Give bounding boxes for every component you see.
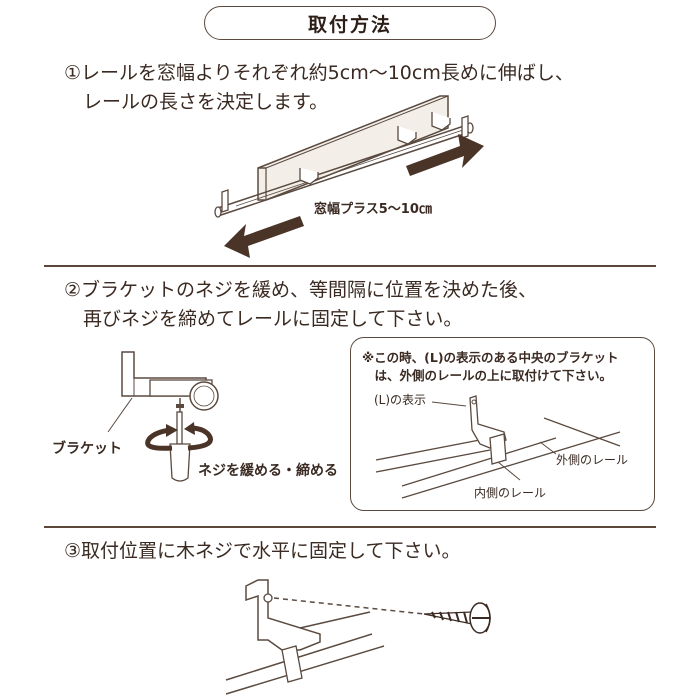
step-2-bracket-illustration [107, 351, 219, 482]
note-line-1: ※この時、(L)の表示のある中央のブラケット [362, 350, 619, 365]
screw-guide-line [273, 597, 425, 615]
note-rail-illustration [375, 395, 621, 499]
arrow-right [406, 134, 484, 176]
step-1-line-2: レールの長さを決定します。 [64, 91, 329, 113]
rotation-arrow-left [145, 427, 173, 451]
step-1-rail-illustration [214, 95, 484, 258]
arrow-label: 窓幅プラス5〜10㎝ [314, 202, 432, 217]
step-2-instruction: ②ブラケットのネジを緩め、等間隔に位置を決めた後、 再びネジを締めてレールに固定… [64, 276, 537, 334]
note-line-2: は、外側のレールの上に取付けて下さい。 [362, 368, 613, 383]
divider-1 [44, 265, 656, 267]
screw-label: ネジを緩める・締める [198, 463, 338, 479]
bracket-2 [397, 126, 417, 145]
wall-bracket [245, 579, 321, 651]
divider-2 [44, 526, 656, 528]
note-box [350, 337, 655, 511]
bracket-3 [431, 112, 451, 131]
step-3-line-1: ③取付位置に木ネジで水平に固定して下さい。 [64, 540, 461, 562]
rotation-arrow-right [187, 425, 213, 451]
outer-rail-label: 外側のレール [556, 453, 629, 467]
step-2-line-2: 再びネジを締めてレールに固定して下さい。 [64, 308, 463, 330]
rail-top [217, 123, 471, 209]
step-3-instruction: ③取付位置に木ネジで水平に固定して下さい。 [64, 537, 460, 566]
screw-hole [263, 593, 273, 603]
screwdriver-shaft [176, 411, 183, 445]
step-3-wood-screw-illustration [225, 579, 491, 695]
screwdriver-handle [169, 443, 191, 482]
l-mark-label: (L)の表示 [374, 393, 427, 407]
inner-rail-label: 内側のレール [474, 486, 547, 500]
step-1-line-1: ①レールを窓幅よりそれぞれ約5cm〜10cm長めに伸ばし、 [64, 62, 574, 84]
page-title: 取付方法 [204, 6, 496, 40]
arrow-left [224, 216, 304, 258]
note-text: ※この時、(L)の表示のある中央のブラケット は、外側のレールの上に取付けて下さ… [362, 349, 619, 385]
rail-bottom [217, 131, 471, 217]
step-1-instruction: ①レールを窓幅よりそれぞれ約5cm〜10cm長めに伸ばし、 レールの長さを決定し… [64, 59, 574, 117]
bracket-label: ブラケット [52, 441, 122, 457]
bracket-1 [299, 168, 319, 185]
l-bracket [469, 395, 507, 449]
step-2-line-1: ②ブラケットのネジを緩め、等間隔に位置を決めた後、 [64, 279, 538, 301]
